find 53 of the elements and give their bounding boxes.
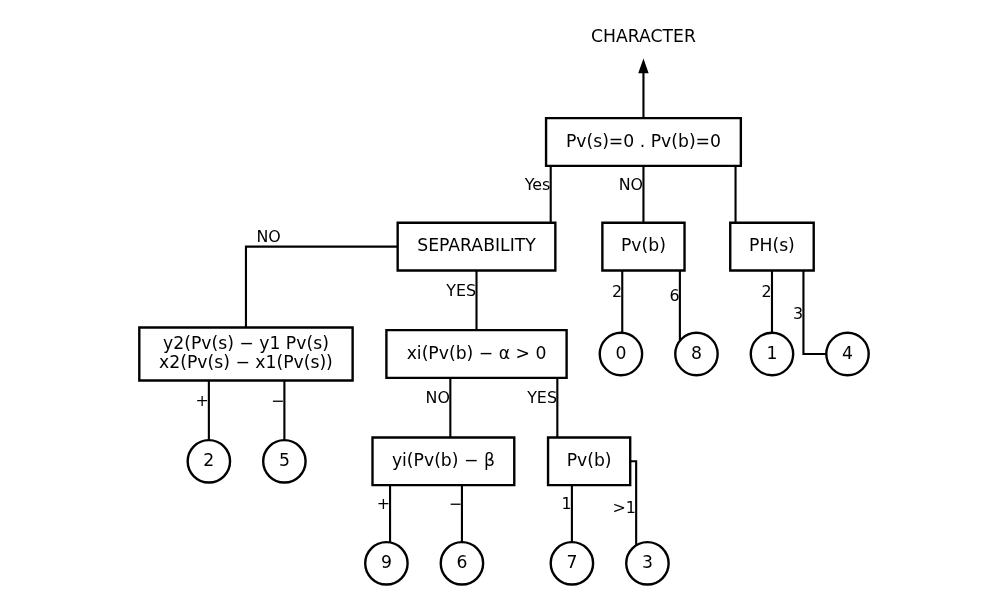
connector	[678, 271, 681, 341]
edge-label: >1	[612, 498, 636, 518]
edge-label: NO	[425, 388, 450, 408]
node-box: y2(Pv(s) − y1 Pv(s) x2(Pv(s) − x1(Pv(s))	[137, 326, 354, 382]
edge-label: 2	[611, 282, 622, 302]
connector	[460, 485, 463, 543]
node-text: CHARACTER	[590, 25, 696, 46]
connector	[282, 380, 285, 440]
connector	[448, 378, 451, 438]
connector	[629, 460, 637, 546]
connector	[388, 485, 391, 543]
edge-label: 6	[669, 286, 680, 306]
node-box: Pv(b)	[546, 436, 631, 487]
connector	[244, 245, 397, 328]
connector	[620, 271, 623, 333]
node-circle: 7	[549, 540, 594, 586]
node-circle: 8	[673, 331, 719, 377]
node-circle: 2	[185, 438, 231, 484]
connector	[207, 380, 210, 440]
node-circle: 1	[749, 331, 794, 377]
node-box: SEPARABILITY	[396, 221, 557, 272]
connector	[474, 271, 478, 331]
node-circle: 9	[363, 540, 409, 586]
node-box: yi(Pv(b) − β	[370, 436, 515, 487]
node-circle: 5	[261, 438, 307, 484]
edge-label: YES	[526, 388, 557, 408]
connector	[570, 485, 573, 543]
edge-label: NO	[255, 227, 281, 247]
node-circle: 6	[439, 540, 484, 586]
node-box: xi(Pv(b) − α > 0	[384, 328, 568, 380]
connector	[641, 166, 644, 223]
edge-label: −	[448, 494, 462, 514]
connector	[549, 166, 552, 223]
edge-label: 2	[761, 282, 772, 302]
connector	[770, 271, 773, 333]
node-box: Pv(b)	[600, 221, 686, 272]
edge-label: +	[376, 494, 390, 514]
node-box: PH(s)	[728, 221, 815, 272]
edge-label: 1	[561, 494, 572, 514]
connector	[734, 166, 737, 223]
node-box: Pv(s)=0 . Pv(b)=0	[544, 116, 742, 168]
edge-label: NO	[618, 174, 643, 194]
edge-label: −	[270, 390, 284, 410]
connector	[555, 378, 558, 438]
node-circle: 0	[598, 331, 643, 377]
connector	[801, 271, 826, 356]
edge-label: 3	[792, 304, 803, 324]
arrow	[637, 58, 649, 118]
node-circle: 3	[624, 540, 670, 586]
edge-label: +	[195, 390, 209, 410]
edge-label: YES	[445, 281, 476, 301]
node-circle: 4	[824, 331, 870, 377]
edge-label: Yes	[524, 174, 550, 194]
